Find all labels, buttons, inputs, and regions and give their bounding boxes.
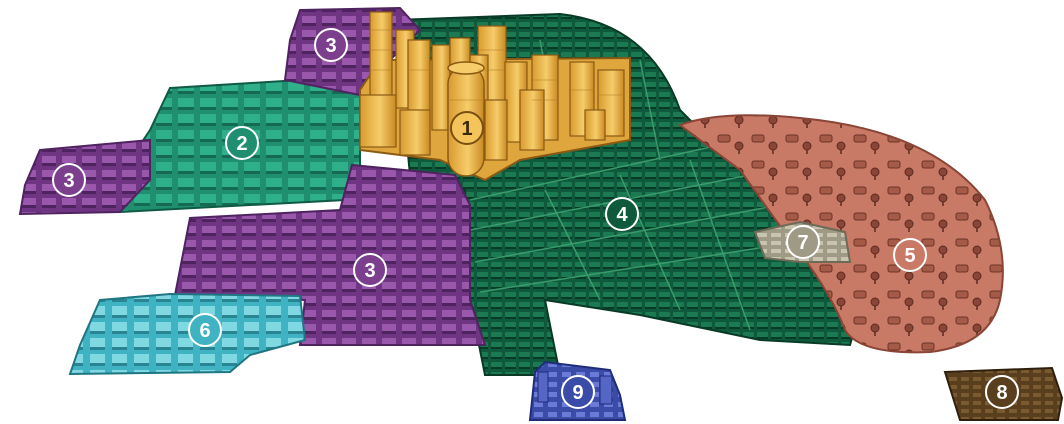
badge-zone-2-label: 2 bbox=[236, 133, 247, 155]
badge-zone-3-top: 3 bbox=[315, 29, 347, 61]
badge-zone-3-top-label: 3 bbox=[325, 35, 336, 57]
badge-zone-8: 8 bbox=[986, 376, 1018, 408]
badge-zone-6-label: 6 bbox=[199, 320, 210, 342]
badge-zone-5-label: 5 bbox=[904, 245, 915, 267]
badge-zone-5: 5 bbox=[894, 239, 926, 271]
badge-zone-3-center: 3 bbox=[354, 254, 386, 286]
badge-zone-4: 4 bbox=[606, 198, 638, 230]
badge-zone-7: 7 bbox=[787, 226, 819, 258]
badge-zone-3-center-label: 3 bbox=[364, 260, 375, 282]
badge-zone-3-left-label: 3 bbox=[63, 170, 74, 192]
badge-zone-3-left: 3 bbox=[53, 164, 85, 196]
badge-zone-1: 1 bbox=[451, 112, 483, 144]
badge-zone-1-label: 1 bbox=[461, 118, 472, 140]
zone-6-area bbox=[70, 294, 305, 374]
badge-zone-8-label: 8 bbox=[996, 382, 1007, 404]
badge-zone-9-label: 9 bbox=[572, 382, 583, 404]
badge-zone-6: 6 bbox=[189, 314, 221, 346]
badge-zone-4-label: 4 bbox=[616, 204, 628, 226]
badge-zone-7-label: 7 bbox=[797, 232, 808, 254]
badge-zone-2: 2 bbox=[226, 127, 258, 159]
badge-zone-9: 9 bbox=[562, 376, 594, 408]
